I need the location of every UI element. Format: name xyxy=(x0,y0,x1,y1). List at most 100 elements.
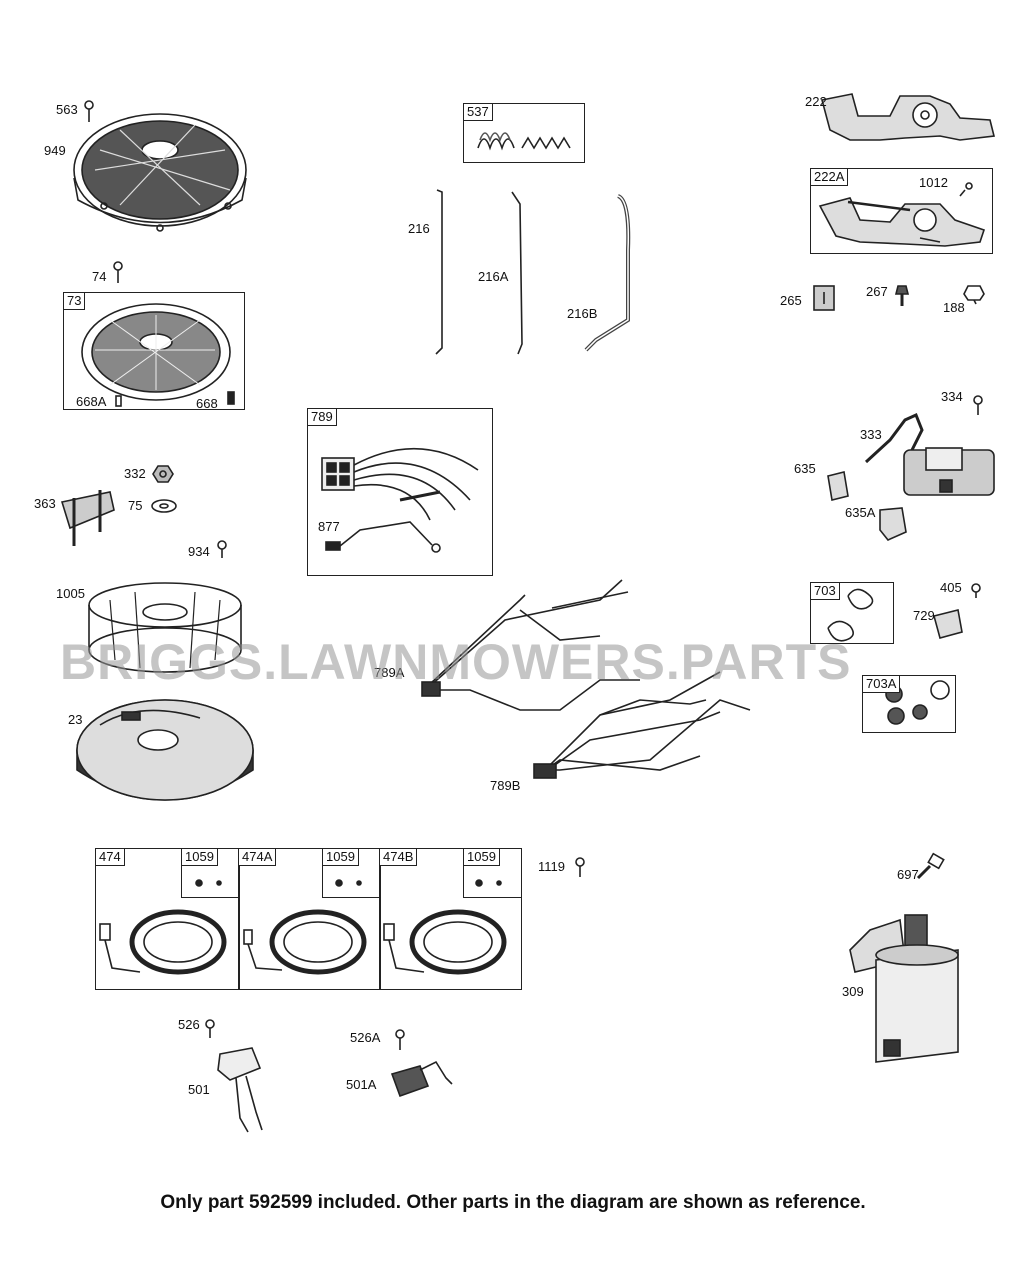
screw-526A-icon xyxy=(395,1029,405,1050)
bolt-697-icon xyxy=(916,852,945,880)
screw-74-icon xyxy=(113,261,123,283)
box-label-537: 537 xyxy=(464,104,493,121)
module-501-icon xyxy=(217,1047,263,1133)
watermark: BRIGGS.LAWNMOWERS.PARTS xyxy=(60,634,852,690)
grill-73-icon xyxy=(81,303,235,407)
label-334: 334 xyxy=(941,389,963,404)
label-1119: 1119 xyxy=(538,859,565,874)
module-501A-icon xyxy=(390,1060,453,1098)
screw-563-icon xyxy=(84,100,94,122)
label-216: 216 xyxy=(408,221,430,236)
label-188: 188 xyxy=(943,300,965,315)
label-363: 363 xyxy=(34,496,56,511)
rod-216A-icon xyxy=(511,191,523,355)
box-73: 73 xyxy=(63,292,245,410)
box-label-474B: 474B xyxy=(380,849,418,866)
box-label-1059-a: 1059 xyxy=(182,849,218,866)
label-697: 697 xyxy=(897,867,919,882)
box-789: 789 xyxy=(307,408,493,576)
label-222: 222 xyxy=(805,94,827,109)
label-216B: 216B xyxy=(567,306,598,321)
springs-537-icon xyxy=(477,132,571,151)
bolt-188-icon xyxy=(963,285,985,305)
coil-333-icon xyxy=(864,412,995,496)
box-474B: 474B xyxy=(379,848,522,990)
box-label-703A: 703A xyxy=(863,676,901,693)
screw-934-icon xyxy=(217,540,227,558)
label-526A: 526A xyxy=(350,1030,381,1045)
bracket-222-icon xyxy=(821,93,995,141)
box-222A: 222A xyxy=(810,168,993,254)
label-216A: 216A xyxy=(478,269,509,284)
label-934: 934 xyxy=(188,544,210,559)
label-949: 949 xyxy=(44,143,66,158)
label-75: 75 xyxy=(128,498,143,513)
stator-474B-icon xyxy=(383,879,507,975)
washer-75-icon xyxy=(151,499,177,513)
nut-332-icon xyxy=(152,465,174,483)
box-474: 474 xyxy=(95,848,240,990)
box-label-1059-c: 1059 xyxy=(464,849,500,866)
bracket-363-icon xyxy=(60,490,115,546)
label-405: 405 xyxy=(940,580,962,595)
wire-877-icon xyxy=(325,521,441,553)
box-474A: 474A xyxy=(238,848,381,990)
label-635A: 635A xyxy=(845,505,876,520)
screw-334-icon xyxy=(973,395,983,415)
harness-789A-icon xyxy=(421,579,640,711)
label-789A: 789A xyxy=(374,665,405,680)
label-74: 74 xyxy=(92,269,107,284)
label-501: 501 xyxy=(188,1082,210,1097)
box-703: 703 xyxy=(810,582,894,644)
label-332: 332 xyxy=(124,466,146,481)
fan-1005-icon xyxy=(88,582,242,673)
box-label-789: 789 xyxy=(308,409,337,426)
label-877: 877 xyxy=(318,519,340,534)
label-635: 635 xyxy=(794,461,816,476)
screw-405-icon xyxy=(971,583,981,598)
label-526: 526 xyxy=(178,1017,200,1032)
label-668: 668 xyxy=(196,396,218,411)
label-789B: 789B xyxy=(490,778,521,793)
label-1012: 1012 xyxy=(919,175,948,190)
rod-216-icon xyxy=(435,189,443,355)
box-1059-a: 1059 xyxy=(181,848,240,898)
label-563: 563 xyxy=(56,102,78,117)
clip-703-icon xyxy=(827,588,874,642)
boot-635A-icon xyxy=(879,507,907,541)
rod-216B-icon xyxy=(584,194,631,352)
box-label-703: 703 xyxy=(811,583,840,600)
blower-housing-949-icon xyxy=(73,113,247,232)
label-729: 729 xyxy=(913,608,935,623)
bracket-222A-icon xyxy=(818,182,986,247)
harness-789-icon xyxy=(321,447,479,521)
box-label-1059-b: 1059 xyxy=(323,849,359,866)
box-537: 537 xyxy=(463,103,585,163)
clip-265-icon xyxy=(813,285,835,311)
label-23: 23 xyxy=(68,712,83,727)
label-333: 333 xyxy=(860,427,882,442)
label-1005: 1005 xyxy=(56,586,85,601)
stator-474-icon xyxy=(99,879,227,975)
starter-309-icon xyxy=(849,914,959,1063)
boot-635-icon xyxy=(827,471,849,501)
label-265: 265 xyxy=(780,293,802,308)
label-668A: 668A xyxy=(76,394,107,409)
harness-789B-icon xyxy=(533,671,751,779)
box-703A: 703A xyxy=(862,675,956,733)
box-label-222A: 222A xyxy=(811,169,849,186)
footer-note: Only part 592599 included. Other parts i… xyxy=(160,1192,866,1213)
screw-267-icon xyxy=(894,285,910,306)
label-267: 267 xyxy=(866,284,888,299)
label-309: 309 xyxy=(842,984,864,999)
box-label-474: 474 xyxy=(96,849,125,866)
label-501A: 501A xyxy=(346,1077,377,1092)
clip-729-icon xyxy=(933,609,963,639)
stator-474A-icon xyxy=(243,879,367,975)
box-1059-b: 1059 xyxy=(322,848,381,898)
flywheel-23-icon xyxy=(76,699,254,801)
box-label-73: 73 xyxy=(64,293,86,310)
box-label-474A: 474A xyxy=(239,849,277,866)
